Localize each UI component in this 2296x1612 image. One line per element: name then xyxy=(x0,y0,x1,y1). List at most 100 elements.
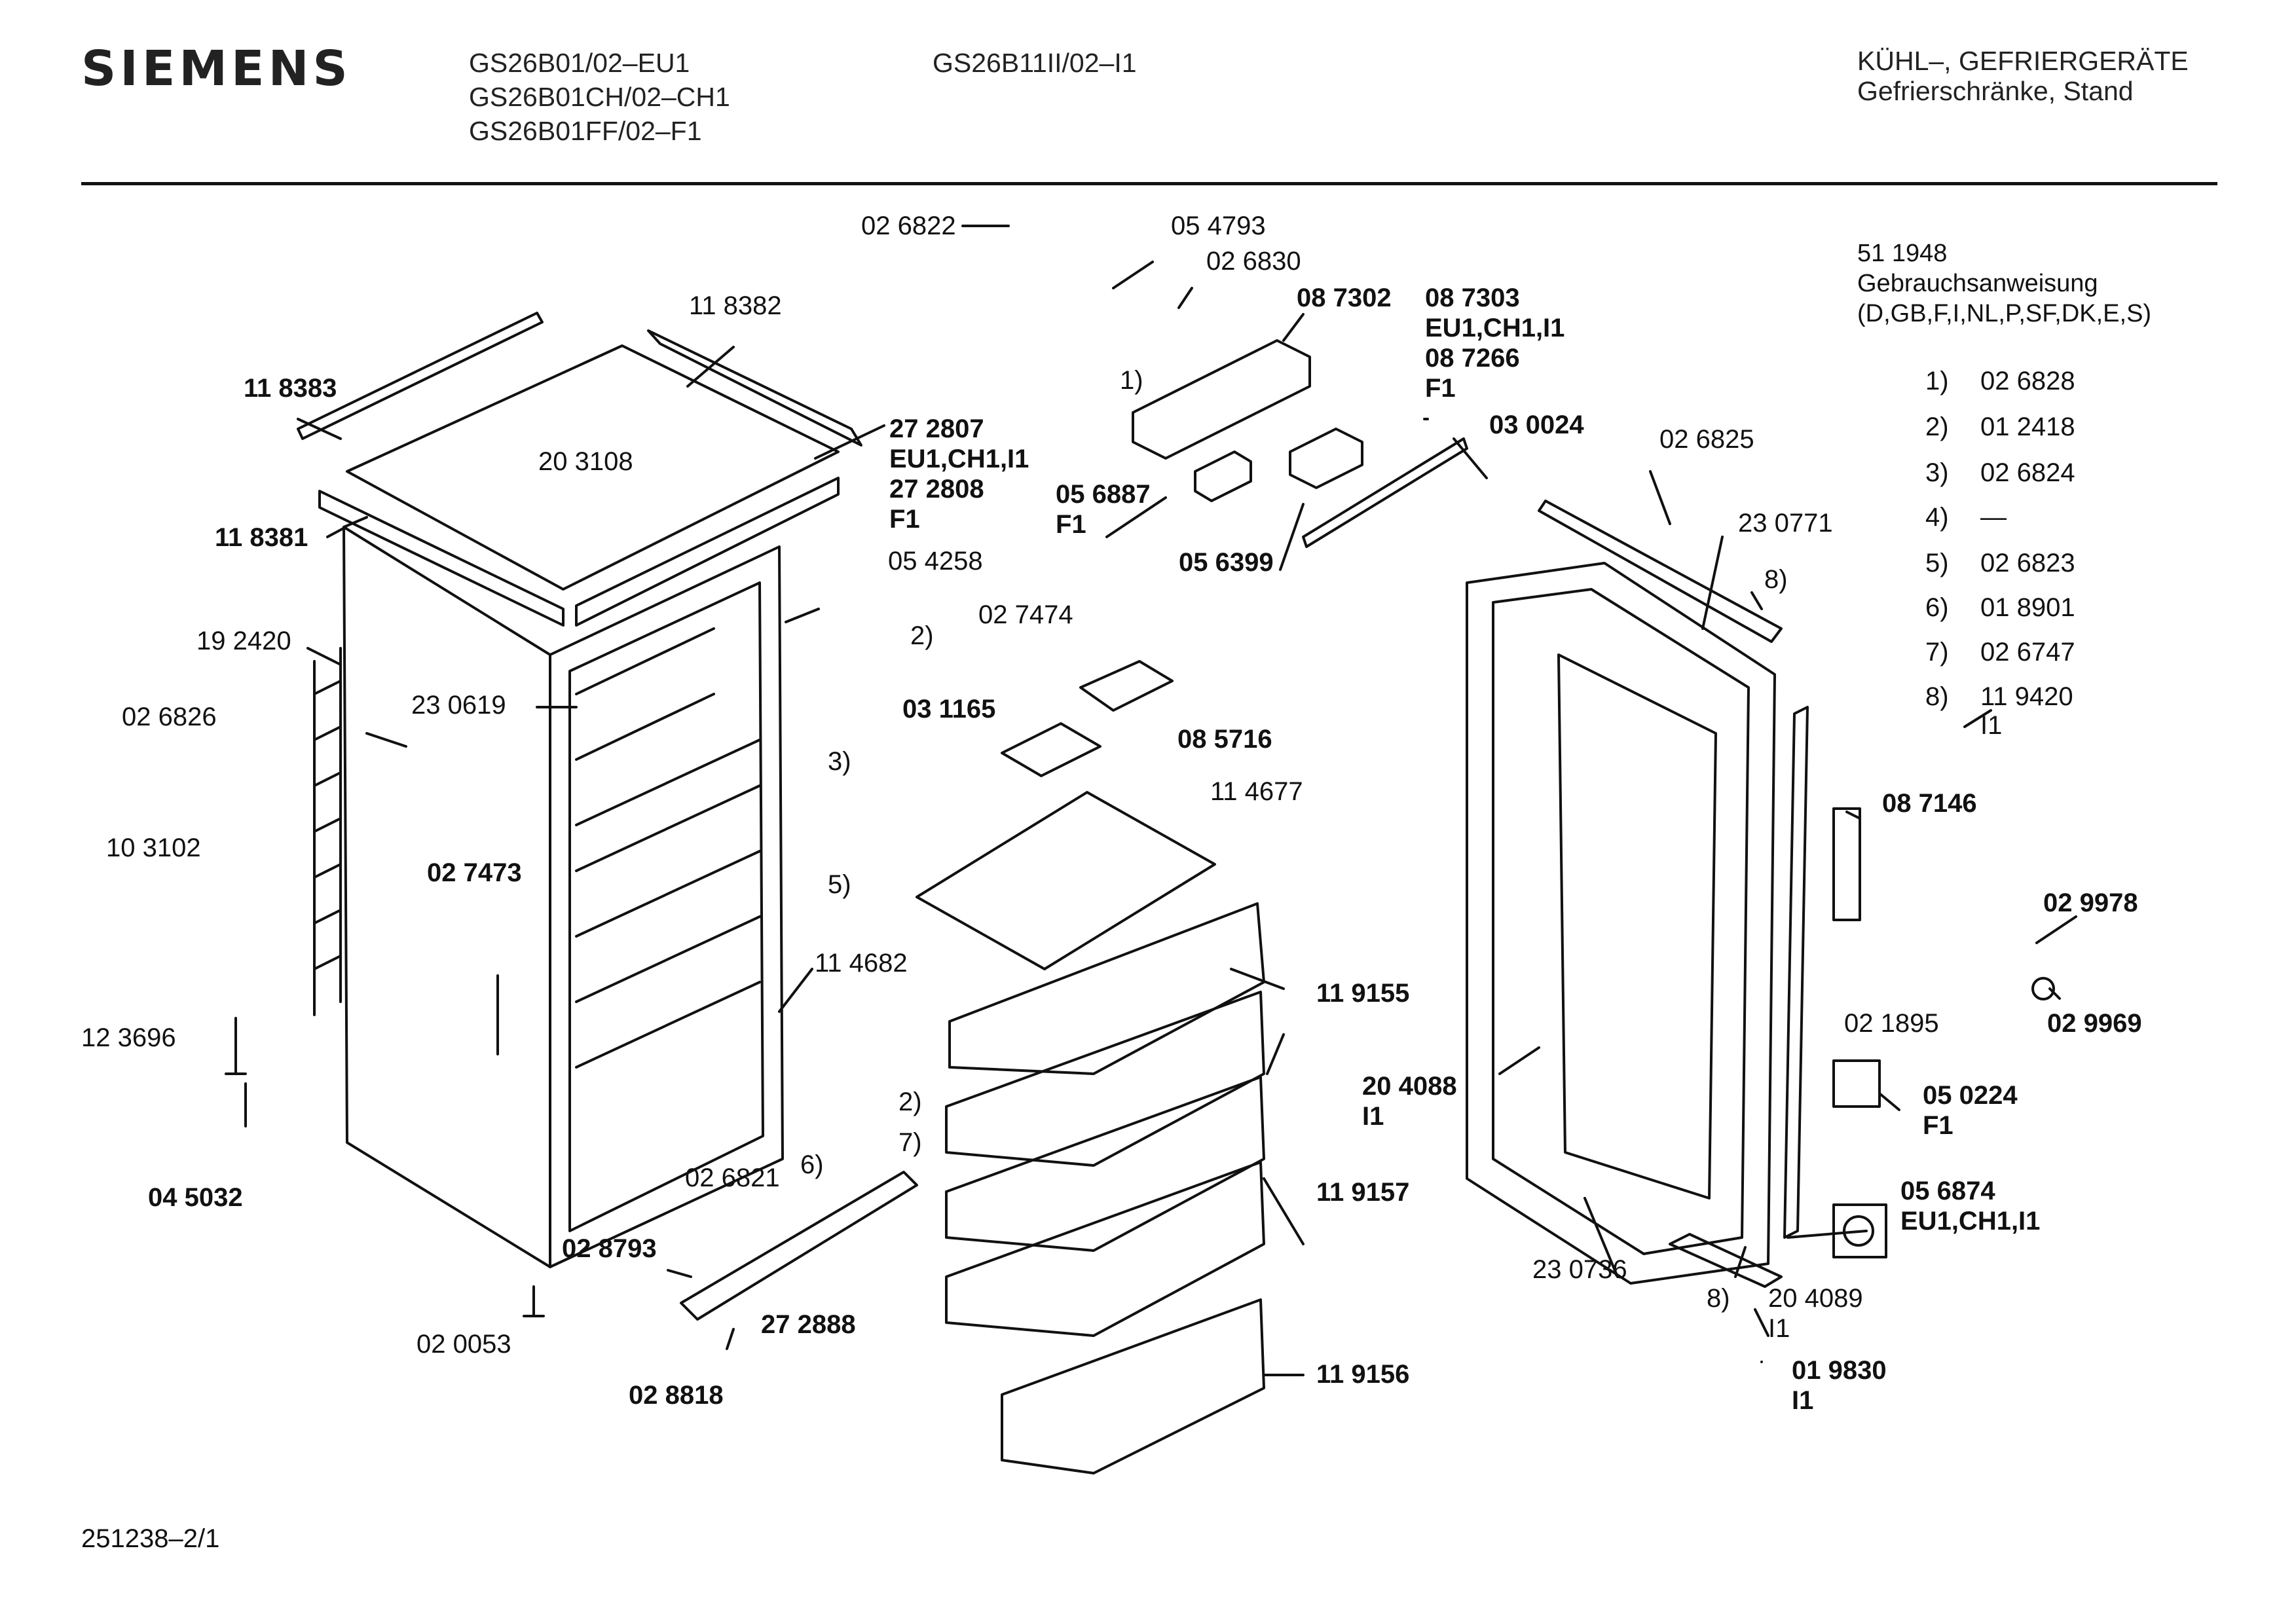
part-label: 27 2808 xyxy=(889,475,984,504)
part-label: 11 9156 xyxy=(1316,1360,1410,1389)
drawer-3 xyxy=(945,1076,1265,1252)
legend-key: 5) xyxy=(1925,549,1949,577)
legend-value: 01 8901 xyxy=(1980,593,2075,622)
door-side-bar xyxy=(1783,706,1809,1239)
door-gasket xyxy=(1492,588,1750,1255)
callout-label: 6) xyxy=(800,1150,824,1179)
legend-row: 5)02 6823 xyxy=(1925,549,2075,578)
part-label: 08 7302 xyxy=(1297,284,1392,312)
part-label: 02 9978 xyxy=(2043,888,2138,917)
legend-value: 01 2418 xyxy=(1980,412,2075,441)
callout-label: 3) xyxy=(828,747,851,776)
siemens-logo: SIEMENS xyxy=(81,41,352,97)
cabinet-opening xyxy=(568,581,764,1232)
legend-row: 8)11 9420 xyxy=(1925,682,2073,712)
part-label-group: 05 0224 F1 xyxy=(1923,1080,2018,1141)
category-subtitle: Gefrierschränke, Stand xyxy=(1857,76,2134,106)
part-label: 02 1895 xyxy=(1844,1009,1939,1038)
part-label: 03 0024 xyxy=(1489,411,1584,439)
legend-key: 4) xyxy=(1925,503,1949,532)
part-label: I1 xyxy=(1768,1314,1790,1343)
part-label: F1 xyxy=(1425,374,1456,403)
drawer-1 xyxy=(948,902,1265,1075)
manual-languages: (D,GB,F,I,NL,P,SF,DK,E,S) xyxy=(1857,300,2152,327)
callout-label: 5) xyxy=(828,870,851,899)
part-label: 02 6825 xyxy=(1659,425,1754,454)
legend-key: 6) xyxy=(1925,593,1949,622)
part-label: I1 xyxy=(1362,1102,1384,1131)
part-label: 05 6874 xyxy=(1900,1177,1995,1205)
part-label: 05 4793 xyxy=(1171,211,1266,240)
part-label: 05 4258 xyxy=(888,547,983,576)
part-label: 11 4682 xyxy=(815,949,908,978)
legend-key: 1) xyxy=(1925,367,1949,395)
part-label: 08 7146 xyxy=(1882,789,1977,818)
relay-box xyxy=(1194,450,1252,502)
model-list-2: GS26B11II/02–I1 xyxy=(933,46,1137,80)
legend-value: 11 9420 xyxy=(1980,682,2073,711)
part-label: EU1,CH1,I1 xyxy=(1900,1207,2041,1236)
part-label: I1 xyxy=(1792,1386,1814,1415)
legend-row: 3)02 6824 xyxy=(1925,458,2075,488)
control-bracket xyxy=(1302,437,1468,548)
part-label: 11 8383 xyxy=(244,374,337,403)
part-label: 05 0224 xyxy=(1923,1081,2018,1110)
model-list-1: GS26B01/02–EU1 GS26B01CH/02–CH1 GS26B01F… xyxy=(469,46,730,148)
door-frame xyxy=(1466,562,1776,1285)
part-label: 20 4088 xyxy=(1362,1072,1457,1101)
legend-row: 6) 01 8901 xyxy=(1925,593,2075,623)
manual-part-number: 51 1948 xyxy=(1857,240,1948,267)
part-label: 02 7474 xyxy=(978,600,1073,629)
part-label-group: 05 6887 F1 xyxy=(1056,479,1151,540)
part-label-group: 27 2807 EU1,CH1,I1 27 2808 F1 xyxy=(889,414,1029,534)
part-label-group: 01 9830 I1 xyxy=(1792,1355,1887,1416)
part-label: 02 7473 xyxy=(427,858,522,887)
top-rail-right xyxy=(647,329,862,447)
condenser-coil xyxy=(313,647,342,1016)
part-label: 20 3108 xyxy=(538,447,633,476)
top-cover-panel xyxy=(346,344,840,591)
part-label: 12 3696 xyxy=(81,1023,176,1052)
part-label: 11 9157 xyxy=(1316,1178,1410,1207)
part-label: 03 1165 xyxy=(902,695,996,724)
model-number: GS26B01FF/02–F1 xyxy=(469,116,702,146)
legend-key: 2) xyxy=(1925,412,1949,441)
legend-row: 4) — xyxy=(1925,503,2007,532)
legend-value: — xyxy=(1980,503,2007,532)
part-label: 01 9830 xyxy=(1792,1356,1887,1385)
part-label-group: 05 6874 EU1,CH1,I1 xyxy=(1900,1176,2040,1236)
part-label: 11 8382 xyxy=(689,291,782,320)
legend-row: 7)02 6747 xyxy=(1925,638,2075,667)
part-label-group: 20 4089 I1 xyxy=(1768,1283,1863,1344)
door-panel xyxy=(1557,653,1717,1200)
kick-plate xyxy=(680,1171,918,1321)
category-title: KÜHL–, GEFRIERGERÄTE xyxy=(1857,46,2189,76)
door-top-bar xyxy=(1538,500,1783,643)
part-label: 02 0053 xyxy=(417,1330,511,1359)
front-trim-strip xyxy=(318,490,565,627)
part-label: 08 7303 xyxy=(1425,284,1520,312)
part-label: 08 7266 xyxy=(1425,344,1520,373)
part-label: 23 0771 xyxy=(1738,509,1833,538)
callout-label: 7) xyxy=(898,1128,922,1157)
cabinet-side xyxy=(343,526,551,1268)
callout-label: 2) xyxy=(910,621,934,650)
model-number: GS26B11II/02–I1 xyxy=(933,48,1137,78)
part-label: 11 8381 xyxy=(215,523,308,552)
shelf-wires xyxy=(575,627,761,1069)
label-plate xyxy=(1832,1059,1881,1108)
part-label: 27 2888 xyxy=(761,1310,856,1339)
part-label: 11 9155 xyxy=(1316,979,1410,1008)
control-housing xyxy=(1132,339,1311,460)
part-label: 02 8818 xyxy=(629,1381,724,1410)
door-bottom-bar xyxy=(1669,1233,1783,1288)
part-label-group: 20 4088 I1 xyxy=(1362,1071,1457,1131)
legend-key: 7) xyxy=(1925,638,1949,667)
part-label: 19 2420 xyxy=(196,627,291,655)
part-label: 27 2807 xyxy=(889,414,984,443)
part-label: 02 8793 xyxy=(562,1234,657,1263)
part-label: 11 4677 xyxy=(1210,777,1303,806)
part-label: 02 6830 xyxy=(1206,247,1301,276)
part-label: EU1,CH1,I1 xyxy=(889,445,1029,473)
